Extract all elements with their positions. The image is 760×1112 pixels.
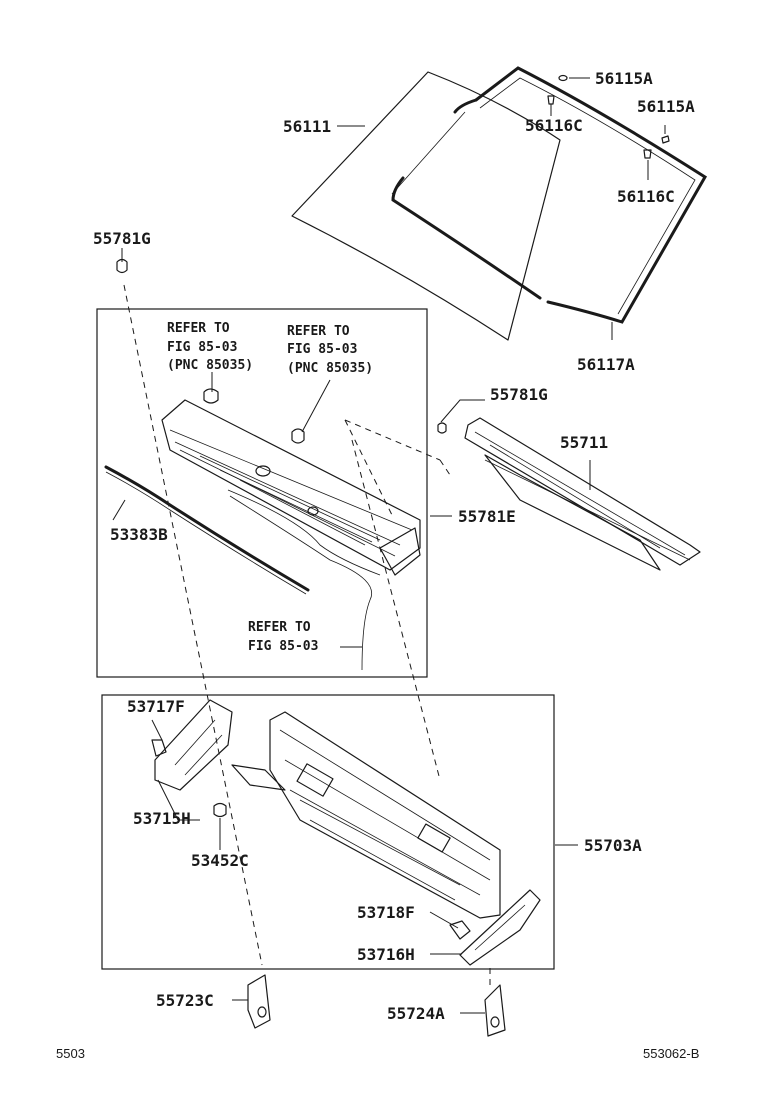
page-code: 5503 [56, 1046, 85, 1061]
cowl-panel-group-box [101, 694, 555, 970]
label-56116c-right: 56116C [617, 187, 675, 206]
label-55781e: 55781E [458, 507, 516, 526]
washer-nozzle-right[interactable] [291, 428, 305, 444]
svg-text:(PNC 85035): (PNC 85035) [167, 358, 253, 373]
svg-text:REFER TO: REFER TO [287, 324, 350, 339]
svg-text:(PNC 85035): (PNC 85035) [287, 361, 373, 376]
clip-55781g-left[interactable] [116, 258, 128, 274]
refer-note-1: REFER TO FIG 85-03 (PNC 85035) [167, 321, 253, 373]
svg-text:REFER TO: REFER TO [248, 620, 311, 635]
svg-text:FIG 85-03: FIG 85-03 [287, 342, 357, 357]
label-55781g-left: 55781G [93, 229, 151, 248]
drawing-code: 553062-B [643, 1046, 699, 1061]
label-53715h: 53715H [133, 809, 191, 828]
svg-text:FIG 85-03: FIG 85-03 [167, 340, 237, 355]
windshield-moulding[interactable] [391, 66, 708, 324]
cowl-panel[interactable] [231, 711, 501, 919]
label-55781g-right: 55781G [490, 385, 548, 404]
label-56115a-top: 56115A [595, 69, 653, 88]
label-55711: 55711 [560, 433, 608, 452]
label-55723c: 55723C [156, 991, 214, 1010]
label-56115a-right: 56115A [637, 97, 695, 116]
label-55703a: 55703A [584, 836, 642, 855]
cowl-side-bracket-right[interactable] [459, 889, 541, 966]
label-53452c: 53452C [191, 851, 249, 870]
svg-text:FIG 85-03: FIG 85-03 [248, 639, 318, 654]
cowl-louver-group-box [96, 308, 428, 678]
label-53717f: 53717F [127, 697, 185, 716]
bracket-53718f[interactable] [449, 920, 471, 940]
label-53718f: 53718F [357, 903, 415, 922]
hood-seal-weatherstrip[interactable] [104, 465, 310, 595]
label-56116c-left: 56116C [525, 116, 583, 135]
label-56117a: 56117A [577, 355, 635, 374]
cowl-louver[interactable] [161, 399, 421, 576]
label-53383b: 53383B [110, 525, 168, 544]
clip-56115a-right[interactable] [661, 135, 670, 144]
washer-nozzle-left[interactable] [203, 388, 219, 404]
refer-note-2: REFER TO FIG 85-03 (PNC 85035) [287, 324, 373, 376]
cowl-top-ventilator-panel[interactable] [464, 417, 701, 571]
windshield-glass[interactable] [291, 71, 561, 341]
clip-55781g-right[interactable] [437, 422, 447, 434]
clip-56116c-right[interactable] [643, 149, 652, 159]
nut-53452c[interactable] [213, 802, 227, 818]
label-56111: 56111 [283, 117, 331, 136]
svg-text:REFER TO: REFER TO [167, 321, 230, 336]
bracket-55723c[interactable] [247, 974, 271, 1029]
washer-hose[interactable] [229, 495, 372, 671]
clip-56115a-top[interactable] [558, 74, 568, 82]
cowl-side-bracket-left[interactable] [154, 699, 233, 791]
clip-56116c-left[interactable] [547, 95, 555, 105]
refer-note-3: REFER TO FIG 85-03 [248, 620, 318, 654]
bracket-55724a[interactable] [484, 984, 506, 1037]
label-55724a: 55724A [387, 1004, 445, 1023]
bracket-53717f[interactable] [151, 739, 167, 757]
label-53716h: 53716H [357, 945, 415, 964]
